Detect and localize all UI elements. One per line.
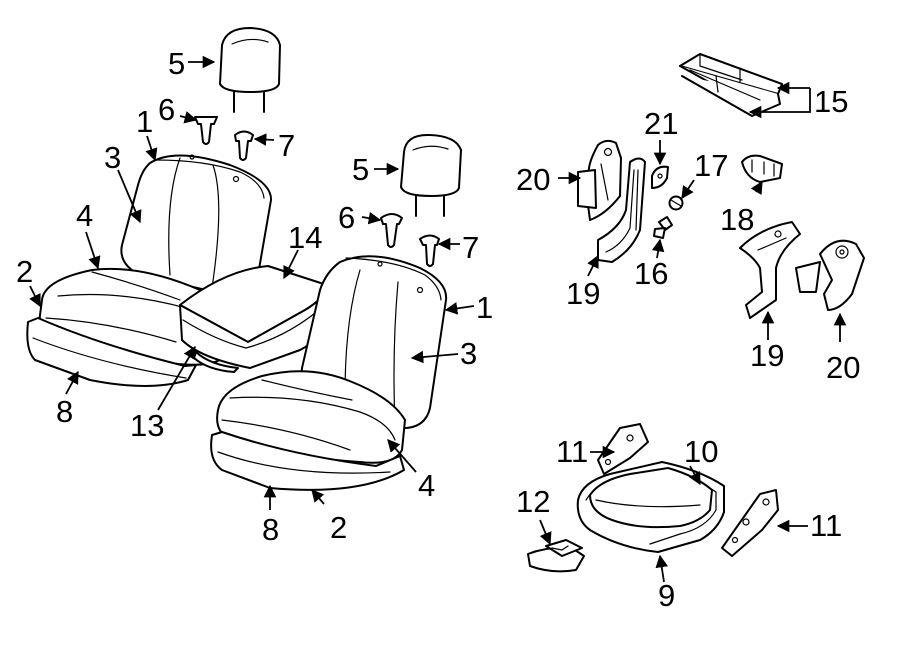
- cap-17: [668, 195, 684, 211]
- callout-12: 12: [516, 484, 550, 519]
- callout-6-left: 6: [158, 92, 175, 127]
- callout-19-left: 19: [566, 276, 600, 311]
- callout-19-right: 19: [750, 338, 784, 373]
- side-trim-19-right: [739, 221, 801, 319]
- side-panel-20-left: [577, 139, 622, 221]
- left-headrest-guide: [234, 130, 254, 161]
- callout-8-left: 8: [56, 394, 73, 429]
- callout-9: 9: [658, 578, 675, 613]
- callout-labels: 5 6 7 1 3 4 2 8 13 14 5 6 7 1 3 4 8 2 15…: [16, 46, 860, 613]
- side-panel-20-right: [795, 239, 865, 311]
- callout-2-left: 2: [16, 254, 33, 289]
- hinge-bracket-11-lower: [721, 489, 779, 557]
- callout-5-left: 5: [168, 46, 185, 81]
- callout-1-right: 1: [476, 290, 493, 325]
- callout-18: 18: [720, 202, 754, 237]
- right-seat-assembly: [210, 133, 462, 491]
- callout-3-left: 3: [104, 140, 121, 175]
- callout-11-lower: 11: [810, 508, 842, 543]
- left-headrest-guide-locking: [194, 116, 218, 145]
- callout-13: 13: [130, 408, 164, 443]
- right-headrest-guide-locking: [380, 213, 403, 248]
- callout-16: 16: [634, 256, 668, 291]
- handle-18: [741, 154, 783, 183]
- callout-4-right: 4: [418, 468, 435, 503]
- callout-1-left: 1: [136, 104, 153, 139]
- callout-5-right: 5: [352, 152, 369, 187]
- left-seat-assembly: [26, 27, 281, 387]
- callout-4-left: 4: [76, 198, 93, 233]
- callout-20-right: 20: [826, 350, 860, 385]
- left-seat-back: [120, 154, 273, 294]
- callout-6-right: 6: [338, 200, 355, 235]
- callout-21: 21: [644, 106, 678, 141]
- bolt-16: [653, 216, 673, 239]
- callout-17: 17: [694, 148, 728, 183]
- callout-3-right: 3: [460, 336, 477, 371]
- callout-8-right: 8: [262, 512, 279, 547]
- callout-20-left: 20: [516, 162, 550, 197]
- right-headrest: [400, 133, 462, 217]
- latch-12: [527, 539, 585, 573]
- side-trim-19-left: [597, 157, 646, 263]
- callout-10: 10: [684, 434, 718, 469]
- cushion-pad-10: [589, 467, 713, 529]
- callout-7-right: 7: [462, 230, 479, 265]
- callout-15: 15: [814, 84, 848, 119]
- leader-lines: [29, 55, 847, 583]
- hinge-bracket-11-upper: [597, 423, 649, 475]
- right-headrest-guide: [419, 234, 440, 267]
- callout-11-upper: 11: [556, 434, 588, 469]
- callout-2-right: 2: [330, 510, 347, 545]
- storage-tray-15: [679, 53, 783, 117]
- left-headrest: [219, 27, 281, 113]
- callout-7-left: 7: [278, 128, 295, 163]
- callout-14: 14: [288, 220, 322, 255]
- right-seat-frame-trim: [210, 431, 405, 491]
- clip-21: [651, 165, 669, 189]
